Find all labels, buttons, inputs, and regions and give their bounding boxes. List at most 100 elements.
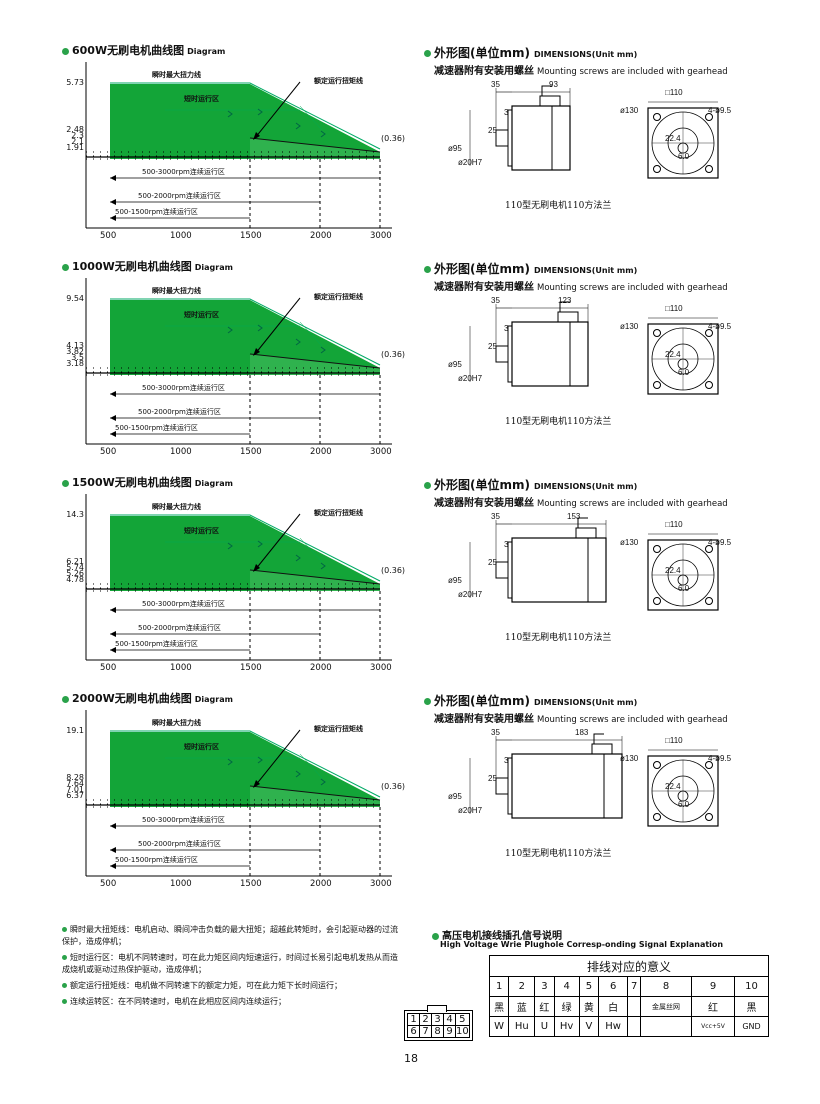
rated-torque-label: 额定运行扭矩线: [314, 293, 363, 301]
peak-torque-line: [110, 298, 381, 366]
dim-25: 25: [488, 774, 497, 783]
y-tick-label: 8.28: [66, 773, 84, 782]
connector-latch: [427, 1005, 447, 1012]
motor-body: [511, 753, 623, 819]
dim-length: 93: [549, 80, 558, 89]
continuous-2000-label: 500-2000rpm连续运行区: [138, 408, 221, 416]
flange-square: [647, 755, 719, 827]
dim-sq110: □110: [665, 88, 683, 97]
chart-title-en: Diagram: [194, 479, 233, 488]
bullet-icon: [62, 479, 69, 487]
rated-area: [250, 786, 380, 807]
x-tick-label: 3000: [370, 231, 392, 241]
drawing-caption: 110型无刷电机110方法兰: [505, 201, 612, 211]
shaft: [495, 345, 509, 363]
dim-6-0: 6.0: [678, 152, 690, 161]
bullet-icon: [424, 50, 431, 57]
y-tick-label: 2.48: [66, 125, 84, 134]
dim-25: 25: [488, 126, 497, 135]
wire-color: 绿: [553, 996, 580, 1017]
motor-body: [511, 105, 571, 171]
dimensions-title-text: 外形图(单位mm): [434, 262, 530, 276]
short-run-area: [110, 84, 380, 159]
rated-torque-line: [249, 353, 381, 369]
dim-length: 123: [558, 296, 572, 305]
torque-speed-chart: [85, 278, 392, 445]
dim-6-0: 6.0: [678, 800, 690, 809]
pin-number: 5: [578, 976, 600, 997]
signal-name: W: [488, 1016, 510, 1037]
signal-name: Hw: [598, 1016, 629, 1037]
continuous-2000-label: 500-2000rpm连续运行区: [138, 840, 221, 848]
connector: [557, 311, 579, 323]
dimensions-subtitle-text: 减速器附有安装用螺丝: [434, 282, 534, 293]
bullet-icon: [424, 698, 431, 705]
chart-title-text: 600W无刷电机曲线图: [72, 44, 185, 57]
x-tick-label: 1000: [170, 231, 192, 241]
dimensions-title-en: DIMENSIONS(Unit mm): [533, 50, 638, 59]
dim-22-4: 22.4: [665, 134, 681, 143]
x-tick-label: 1500: [240, 447, 262, 457]
dimensions-subtitle-en: Mounting screws are included with gearhe…: [537, 283, 728, 293]
dimensions-title-en: DIMENSIONS(Unit mm): [533, 482, 638, 491]
dim-22-4: 22.4: [665, 566, 681, 575]
continuous-3000-label: 500-3000rpm连续运行区: [142, 384, 225, 392]
drawing-caption: 110型无刷电机110方法兰: [505, 633, 612, 643]
x-tick-label: 1000: [170, 447, 192, 457]
continuous-2000-label: 500-2000rpm连续运行区: [138, 624, 221, 632]
y-tick-label: 4.78: [66, 575, 84, 584]
short-run-area: [110, 732, 380, 807]
x-tick-label: 3000: [370, 447, 392, 457]
rated-torque-line: [249, 137, 381, 153]
flange-square: [647, 323, 719, 395]
dim-sq110: □110: [665, 304, 683, 313]
flange: [507, 109, 513, 167]
y-tick-label: 3.18: [66, 359, 84, 368]
chart-title-en: Diagram: [194, 263, 233, 272]
peak-torque-label: 瞬时最大扭力线: [152, 719, 201, 727]
connector-pin: 7: [419, 1025, 432, 1038]
connector: [539, 95, 561, 107]
flange: [507, 757, 513, 815]
continuous-2000-label: 500-2000rpm连续运行区: [138, 192, 221, 200]
torque-speed-chart: [85, 494, 392, 661]
drawing-caption: 110型无刷电机110方法兰: [505, 417, 612, 427]
dim-phi95: ø95: [448, 144, 462, 153]
pin-number: 1: [488, 976, 510, 997]
wire-color: 黑: [734, 996, 769, 1017]
dim-35: 35: [491, 80, 500, 89]
y-tick-label: 7.01: [66, 785, 84, 794]
dim-phi95: ø95: [448, 576, 462, 585]
dim-phi95: ø95: [448, 792, 462, 801]
signal-row-colors: 黑蓝红绿黄白金属丝网红黑: [488, 996, 769, 1017]
short-run-area: [110, 300, 380, 375]
x-tick-label: 1000: [170, 879, 192, 889]
y-tick-label: 2.3: [71, 131, 84, 140]
note-item: 瞬时最大扭矩线：电机启动、瞬间冲击负载的最大扭矩；超越此转矩时，会引起驱动器的过…: [62, 925, 398, 946]
x-tick-label: 1500: [240, 663, 262, 673]
connector-pin: 8: [431, 1025, 444, 1038]
continuous-1500-label: 500-1500rpm连续运行区: [115, 208, 198, 216]
pin-number: 2: [508, 976, 536, 997]
short-run-label: 短时运行区: [184, 95, 219, 103]
torque-speed-chart: [85, 710, 392, 877]
signal-table-header: 排线对应的意义: [489, 955, 769, 977]
x-tick-label: 2000: [310, 663, 332, 673]
x-tick-label: 3000: [370, 663, 392, 673]
bullet-icon: [62, 983, 67, 988]
notes: 瞬时最大扭矩线：电机启动、瞬间冲击负载的最大扭矩；超越此转矩时，会引起驱动器的过…: [62, 924, 402, 1008]
motor-drawing: [469, 85, 719, 179]
chart-title-en: Diagram: [187, 47, 226, 56]
y-tick-label: 2.1: [71, 137, 84, 146]
x-tick-label: 3000: [370, 879, 392, 889]
pin-number: 10: [734, 976, 769, 997]
dim-phi130: ø130: [620, 754, 639, 763]
mounting-hole: [653, 813, 661, 821]
pin-number: 3: [534, 976, 555, 997]
dim-holes: 4-ø9.5: [708, 106, 732, 115]
rated-area: [250, 354, 380, 375]
